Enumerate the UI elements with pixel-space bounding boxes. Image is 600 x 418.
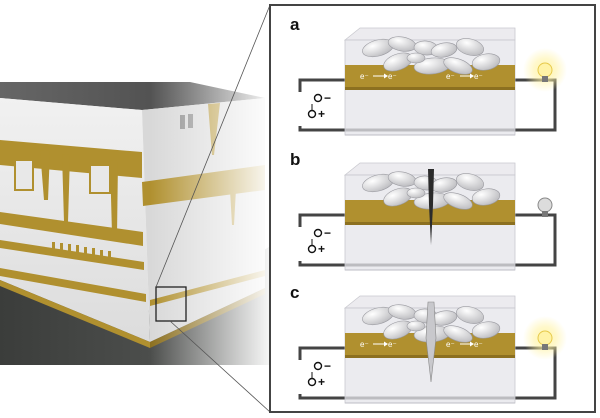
negative-terminal-label: − xyxy=(324,91,331,105)
capsule-icon xyxy=(406,187,426,199)
negative-terminal-label: − xyxy=(324,226,331,240)
zoom-selection-box xyxy=(155,286,187,322)
capsule-icon xyxy=(443,57,473,75)
electron-label: e⁻ xyxy=(360,340,369,349)
positive-terminal-label: + xyxy=(318,242,325,256)
capsule-icon xyxy=(443,325,473,343)
electron-arrowhead xyxy=(470,341,474,347)
capsule-icon xyxy=(406,52,426,64)
electron-arrowhead xyxy=(384,341,388,347)
chip-model xyxy=(0,60,280,380)
battery-terminal-icon xyxy=(313,93,323,103)
capsule-icon xyxy=(406,320,426,332)
electron-label: e⁻ xyxy=(474,72,483,81)
positive-terminal-label: + xyxy=(318,375,325,389)
panel-label: b xyxy=(290,150,300,169)
gold-band xyxy=(0,212,143,246)
panel-c: c e⁻ e⁻ e⁻ e⁻ − + xyxy=(290,283,567,404)
lightbulb-icon xyxy=(537,330,553,346)
gold-trace xyxy=(62,154,70,222)
chip-window xyxy=(89,164,111,194)
battery-terminal-icon xyxy=(307,244,317,254)
electron-label: e⁻ xyxy=(360,72,369,81)
lightbulb-icon xyxy=(537,197,553,213)
zoom-line-top xyxy=(155,4,271,288)
fade-overlay xyxy=(150,60,270,380)
panel-stack: a e⁻ e⁻ e⁻ e⁻ − + b − + c e⁻ e⁻ e⁻ e⁻ − + xyxy=(290,15,567,404)
electron-label: e⁻ xyxy=(474,340,483,349)
capsule-icon xyxy=(456,38,484,56)
capsule-icon xyxy=(456,306,484,324)
capsule-icon xyxy=(456,173,484,191)
circuit-wire xyxy=(298,78,557,132)
crack-icon xyxy=(428,169,434,245)
bulb-base xyxy=(542,76,548,82)
electron-arrowhead xyxy=(470,73,474,79)
battery-terminal-icon xyxy=(313,361,323,371)
lightbulb-icon xyxy=(537,62,553,78)
battery-terminal-icon xyxy=(313,228,323,238)
circuit-wire xyxy=(298,213,557,267)
gold-stripes xyxy=(52,242,111,261)
bulb-base xyxy=(542,344,548,350)
panel-a: a e⁻ e⁻ e⁻ e⁻ − + xyxy=(290,15,567,136)
glass-top xyxy=(343,27,516,41)
electron-label: e⁻ xyxy=(446,72,455,81)
capsule-icon xyxy=(471,53,501,71)
crack-icon xyxy=(425,301,437,383)
panel-label: a xyxy=(290,15,300,34)
positive-terminal-label: + xyxy=(318,107,325,121)
gold-trace xyxy=(40,150,50,200)
electron-label: e⁻ xyxy=(446,340,455,349)
battery-terminal-icon xyxy=(307,377,317,387)
gold-band xyxy=(0,268,146,302)
negative-terminal-label: − xyxy=(324,359,331,373)
zoom-line-bottom xyxy=(169,320,271,413)
bulb-base xyxy=(542,211,548,217)
battery-terminal-icon xyxy=(307,109,317,119)
chip-window xyxy=(14,159,34,191)
gold-band xyxy=(0,240,144,270)
capsule-icon xyxy=(471,321,501,339)
capsule-icon xyxy=(471,188,501,206)
capsule-icon xyxy=(430,42,458,58)
gold-conductor-edge xyxy=(345,87,515,90)
electron-label: e⁻ xyxy=(388,340,397,349)
panel-b: b − + xyxy=(290,150,557,271)
chip-base xyxy=(0,280,150,348)
panel-label: c xyxy=(290,283,299,302)
circuit-wire xyxy=(298,346,557,400)
electron-label: e⁻ xyxy=(388,72,397,81)
gold-trace xyxy=(110,160,118,235)
capsule-icon xyxy=(443,192,473,210)
electron-arrowhead xyxy=(384,73,388,79)
